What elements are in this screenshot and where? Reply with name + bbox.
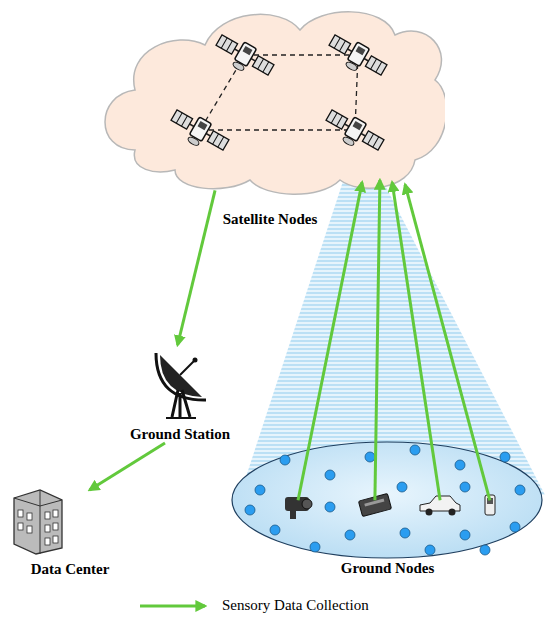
data-flow-arrow [375,180,380,500]
node-label: Data Center [0,561,140,578]
data-flow-arrow [298,182,362,500]
node-label: Ground Nodes [230,560,545,577]
data-flow-arrow [90,443,165,490]
building-icon [0,478,140,558]
legend-text: Sensory Data Collection [222,597,369,614]
satellite-icon [166,105,231,158]
camera-device [285,497,312,519]
satellite-icon [321,105,386,158]
ground-nodes-area: Ground Nodes [230,435,545,577]
ground-station: Ground Station [120,345,240,443]
router-device [358,493,391,516]
ground-area-ellipse [230,435,545,565]
node-label: Satellite Nodes [95,211,445,228]
node-label: Ground Station [120,426,240,443]
satellite-icon [211,30,276,83]
satellite-icon [324,30,389,83]
data-center: Data Center [0,478,140,578]
phone-device [485,495,495,515]
cloud-shape [95,0,445,200]
data-flow-arrow [405,185,490,501]
dish-icon [120,345,240,425]
legend-arrow-sample [140,605,205,608]
car-device [420,496,460,516]
data-flow-arrow [392,182,440,500]
satellite-cloud: Satellite Nodes [95,0,445,228]
data-flow-arrow [178,190,215,345]
